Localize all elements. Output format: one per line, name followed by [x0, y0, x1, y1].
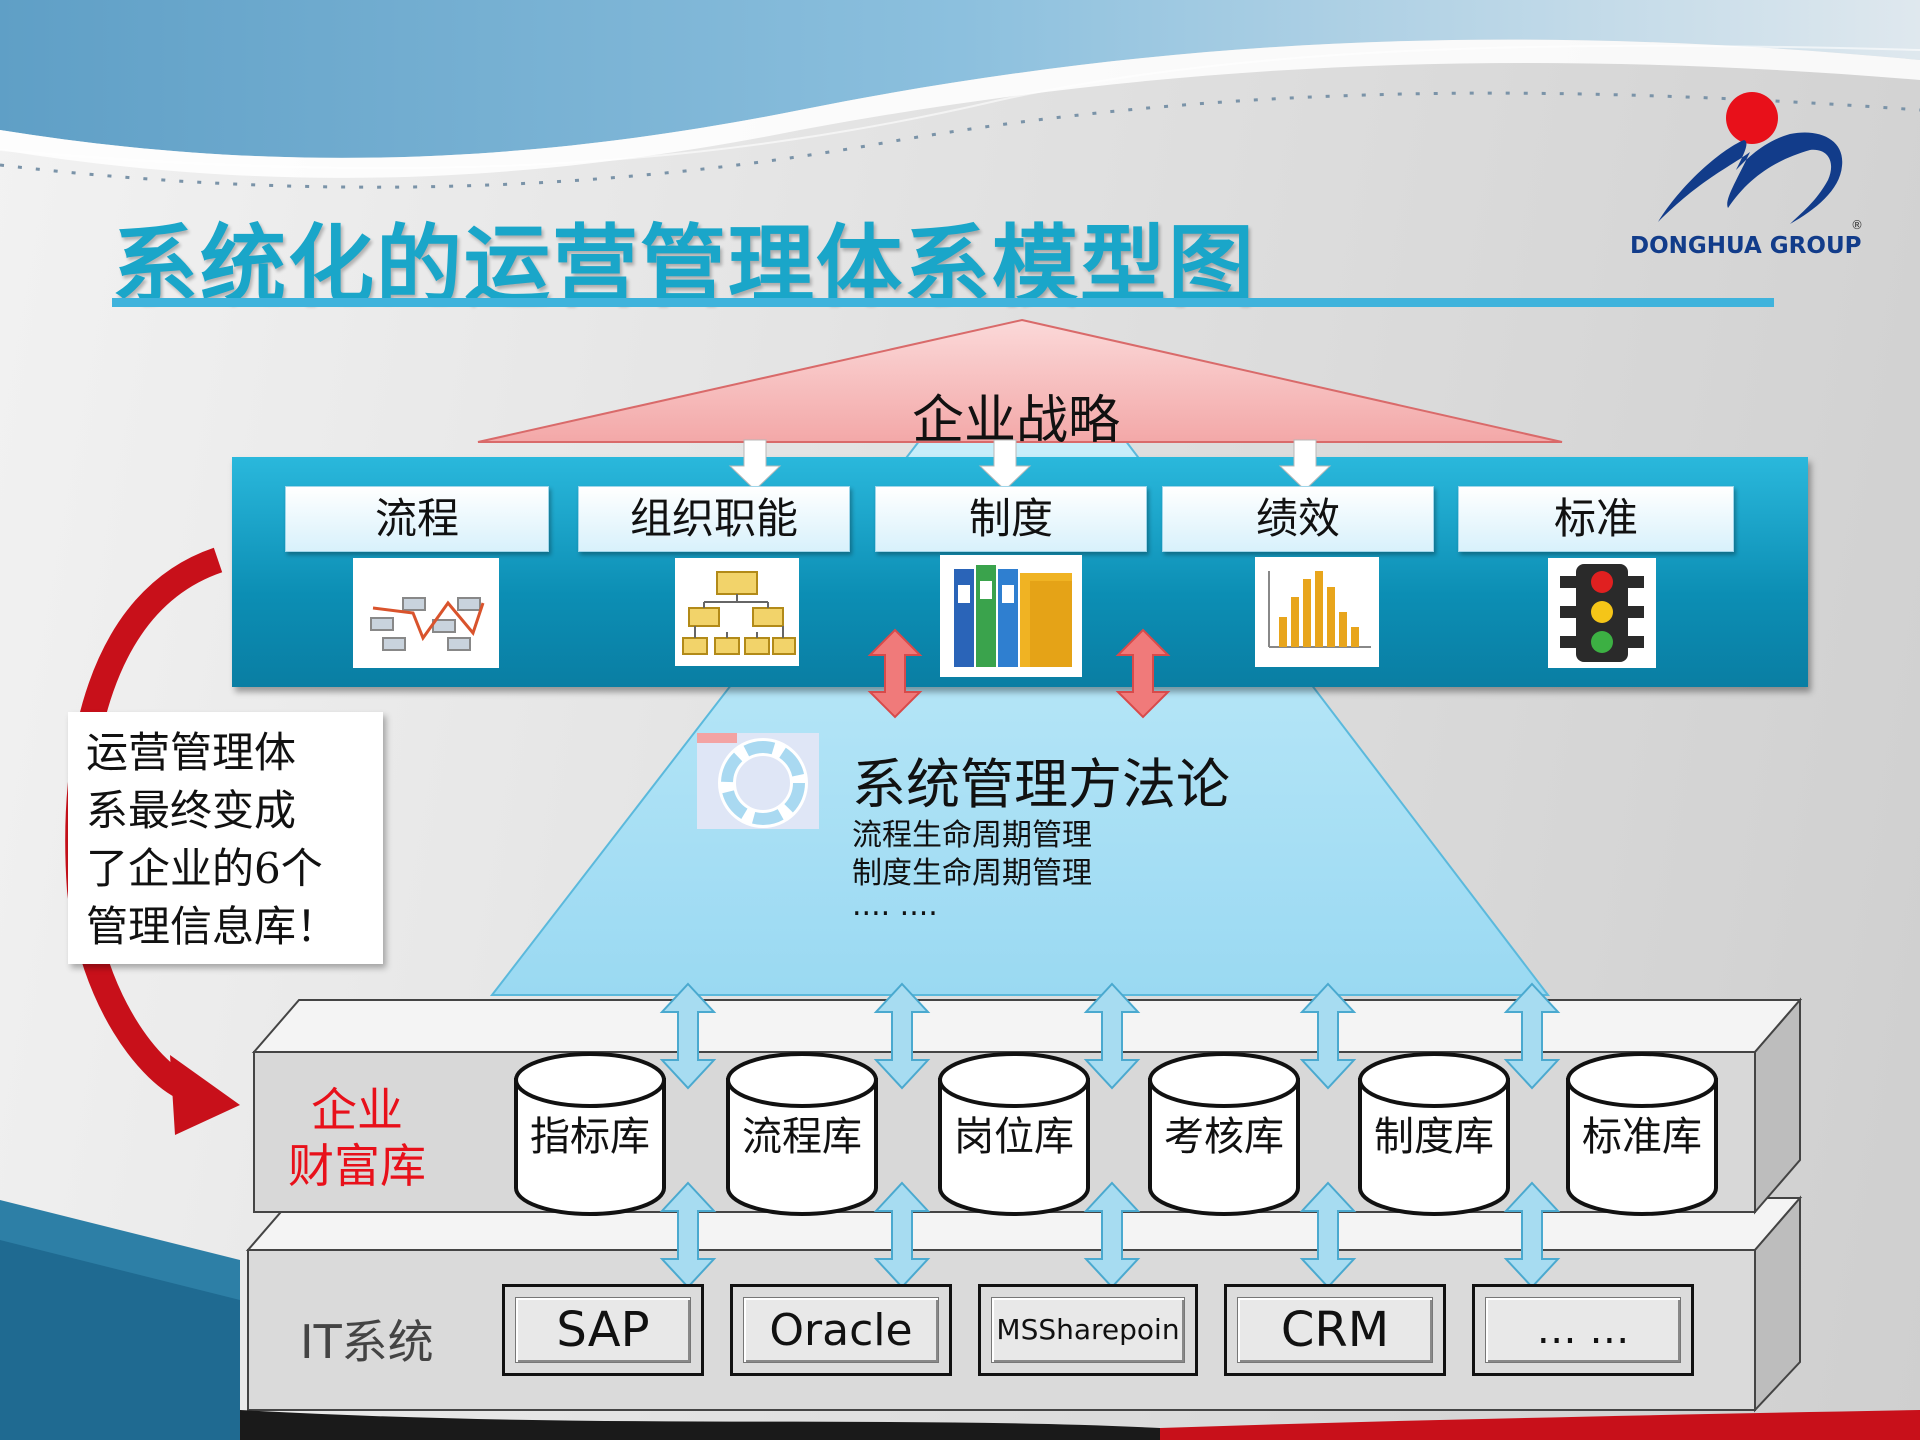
database-5: 制度库	[1358, 1052, 1510, 1216]
methodology-line-1: 流程生命周期管理	[852, 818, 1092, 853]
traffic-light-icon	[1548, 558, 1656, 668]
donghua-logo-mark	[1658, 92, 1843, 224]
database-label-6: 标准库	[1582, 1114, 1702, 1160]
wealth-label-line-1: 企业	[311, 1083, 403, 1137]
category-process: 流程	[285, 486, 549, 552]
wealth-label-line-2: 财富库	[288, 1139, 426, 1193]
registered-mark: ®	[1851, 218, 1863, 232]
process-flow-icon	[353, 558, 499, 668]
it-system-crm-label: CRM	[1237, 1297, 1433, 1363]
category-policy: 制度	[875, 486, 1147, 552]
database-2: 流程库	[726, 1052, 878, 1216]
it-system-more-label: … …	[1485, 1297, 1681, 1363]
note-line-2: 系最终变成	[86, 786, 297, 835]
it-system-label: IT系统	[300, 1315, 434, 1369]
note-line-3: 了企业的6个	[86, 844, 323, 893]
methodology-title: 系统管理方法论	[852, 753, 1230, 816]
it-system-oracle: Oracle	[730, 1284, 952, 1376]
it-system-sap-label: SAP	[515, 1297, 691, 1363]
database-label-1: 指标库	[530, 1114, 650, 1160]
database-3: 岗位库	[938, 1052, 1090, 1216]
bar-chart-icon	[1255, 557, 1379, 667]
methodology-line-2: 制度生命周期管理	[852, 856, 1092, 891]
binders-icon	[940, 555, 1082, 677]
cycle-icon	[697, 733, 819, 829]
database-label-5: 制度库	[1374, 1114, 1494, 1160]
title-underline	[112, 298, 1774, 307]
it-system-crm: CRM	[1224, 1284, 1446, 1376]
category-standard: 标准	[1458, 486, 1734, 552]
it-system-more: … …	[1472, 1284, 1694, 1376]
database-label-2: 流程库	[742, 1114, 862, 1160]
database-6: 标准库	[1566, 1052, 1718, 1216]
logo-text: DONGHUA GROUP	[1630, 233, 1862, 259]
note-line-1: 运营管理体	[86, 728, 297, 777]
database-4: 考核库	[1148, 1052, 1300, 1216]
it-system-oracle-label: Oracle	[743, 1297, 939, 1363]
header-wave-decoration	[0, 0, 1920, 189]
it-system-sap: SAP	[502, 1284, 704, 1376]
database-label-4: 考核库	[1164, 1114, 1284, 1160]
category-organization: 组织职能	[578, 486, 850, 552]
org-chart-icon	[675, 558, 799, 666]
category-performance: 绩效	[1162, 486, 1434, 552]
database-label-3: 岗位库	[954, 1114, 1074, 1160]
methodology-line-3: .... ....	[852, 888, 938, 923]
database-1: 指标库	[514, 1052, 666, 1216]
note-line-4: 管理信息库！	[86, 902, 339, 951]
wealth-label: 企业 财富库	[288, 1082, 426, 1194]
annotation-note: 运营管理体 系最终变成 了企业的6个 管理信息库！	[68, 712, 383, 964]
footer-decoration	[0, 1200, 1920, 1440]
